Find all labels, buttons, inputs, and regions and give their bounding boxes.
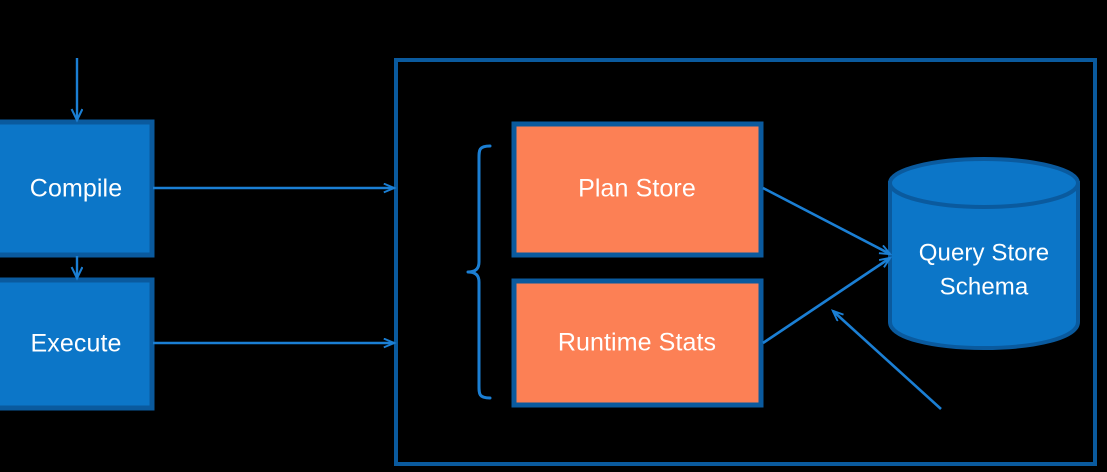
compile-box[interactable] xyxy=(0,119,155,258)
connector-runtime-stats-to-schema xyxy=(762,258,890,345)
compile-label: Compile xyxy=(30,175,122,203)
runtime-stats-label: Runtime Stats xyxy=(558,329,716,357)
group-brace xyxy=(466,144,492,400)
runtime-stats-box[interactable] xyxy=(511,278,764,408)
execute-node[interactable]: Execute xyxy=(0,277,155,411)
plan-store-label: Plan Store xyxy=(578,175,696,203)
cylinder-body xyxy=(888,181,1080,351)
compile-node[interactable]: Compile xyxy=(0,119,155,258)
query-store-schema-label-line2: Schema xyxy=(940,273,1029,300)
cylinder-top xyxy=(888,157,1080,209)
query-store-schema-node[interactable]: Query Store Schema xyxy=(888,157,1080,351)
query-store-schema-label-line1: Query Store xyxy=(919,239,1050,266)
connector-external-to-schema xyxy=(833,311,942,410)
plan-store-node[interactable]: Plan Store xyxy=(511,121,764,258)
connector-plan-store-to-schema xyxy=(762,186,890,254)
execute-label: Execute xyxy=(30,330,121,358)
execute-box[interactable] xyxy=(0,277,155,411)
query-store-container xyxy=(394,58,1097,466)
runtime-stats-node[interactable]: Runtime Stats xyxy=(511,278,764,408)
plan-store-box[interactable] xyxy=(511,121,764,258)
